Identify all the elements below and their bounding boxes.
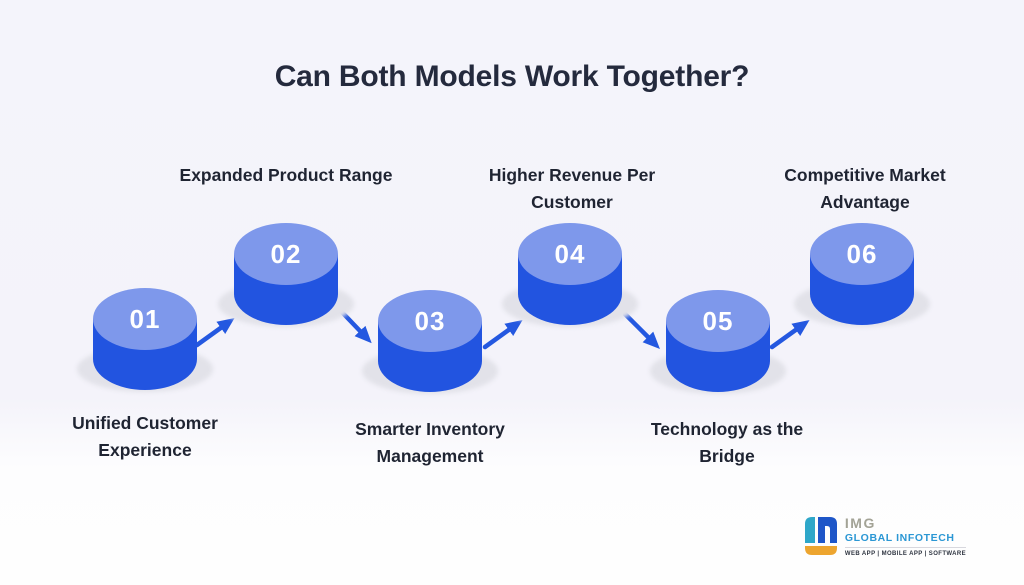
cylinder-shape xyxy=(666,290,770,392)
step-6-number: 06 xyxy=(846,239,878,269)
step-2-cylinder: 02 xyxy=(218,223,354,327)
cylinder-shape xyxy=(518,223,622,325)
step-5-number: 05 xyxy=(702,306,734,336)
logo-name: IMG xyxy=(844,514,876,531)
step-4-number: 04 xyxy=(554,239,586,269)
logo-tagline: WEB APP | MOBILE APP | SOFTWARE xyxy=(844,547,966,557)
step-1-cylinder: 01 xyxy=(77,288,213,392)
arrow-step3-to-step4 xyxy=(482,319,523,350)
arrow-step4-to-step5 xyxy=(622,311,660,349)
step-3-number: 03 xyxy=(414,306,446,336)
step-4-cylinder: 04 xyxy=(502,223,638,327)
step-6-label: Competitive Market Advantage xyxy=(784,165,946,212)
step-6-cylinder: 06 xyxy=(794,223,930,327)
step-3-cylinder: 03 xyxy=(362,290,498,394)
step-1-label: Unified Customer Experience xyxy=(72,413,218,460)
arrow-step1-to-step2 xyxy=(194,317,235,348)
arrow-step5-to-step6 xyxy=(769,319,810,350)
cylinder-shape xyxy=(378,290,482,392)
page-title: Can Both Models Work Together? xyxy=(274,60,750,93)
step-2-label: Expanded Product Range xyxy=(179,165,393,185)
step-2-number: 02 xyxy=(270,239,302,269)
step-5-cylinder: 05 xyxy=(650,290,786,394)
step-5-label: Technology as the Bridge xyxy=(650,419,804,466)
logo-text: IMG GLOBAL INFOTECH WEB APP | MOBILE APP… xyxy=(844,514,966,557)
brand-logo: IMG GLOBAL INFOTECH WEB APP | MOBILE APP… xyxy=(803,514,966,557)
img-global-infotech-logo-icon xyxy=(804,516,837,555)
step-4-label: Higher Revenue Per Customer xyxy=(488,165,656,212)
cylinder-shape xyxy=(93,288,197,390)
cylinder-shape xyxy=(810,223,914,325)
step-3-label: Smarter Inventory Management xyxy=(355,419,505,466)
logo-subtitle: GLOBAL INFOTECH xyxy=(844,531,955,544)
cylinder-shape xyxy=(234,223,338,325)
step-1-number: 01 xyxy=(129,304,161,334)
